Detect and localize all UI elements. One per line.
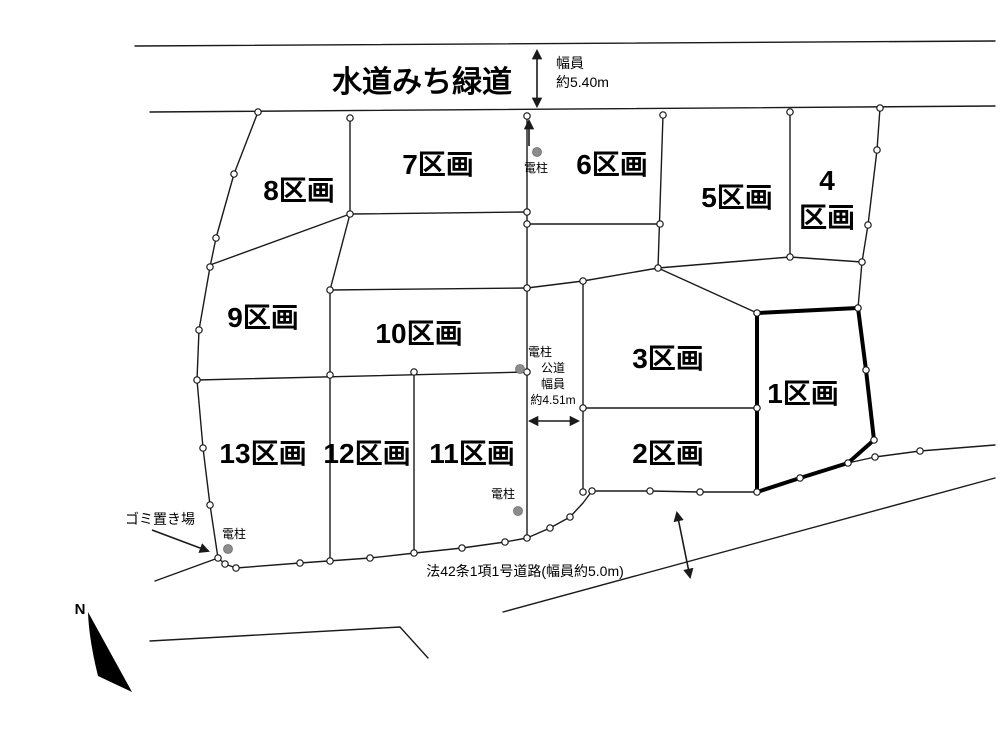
far-road-southwest bbox=[149, 626, 429, 659]
pole-label-middle: 電柱 bbox=[528, 344, 552, 359]
lot4-bottom-line bbox=[789, 256, 863, 263]
utility-pole-dot bbox=[223, 544, 233, 554]
pole-label-left: 電柱 bbox=[222, 526, 246, 541]
lot-12-label: 12区画 bbox=[323, 438, 410, 469]
middle-row-divider bbox=[196, 371, 528, 381]
arrows bbox=[151, 48, 694, 580]
lot-7-label: 7区画 bbox=[402, 149, 474, 180]
greenway-bottom-line bbox=[149, 105, 996, 113]
public-road-label-3: 約4.51m bbox=[530, 392, 575, 407]
utility-pole-dot bbox=[513, 506, 523, 516]
lot1-bold-outline bbox=[755, 305, 877, 495]
lot8-lot9-divider bbox=[209, 213, 351, 266]
north-compass: N bbox=[75, 601, 132, 692]
north-label: N bbox=[75, 601, 86, 618]
lot-3-label: 3区画 bbox=[632, 343, 704, 374]
lot-13-label: 13区画 bbox=[219, 438, 306, 469]
garbage-pointer-arrow bbox=[151, 529, 210, 553]
bottom-road-width-arrow bbox=[673, 510, 694, 580]
lot-1-label: 1区画 bbox=[767, 378, 839, 409]
lot-6-label: 6区画 bbox=[576, 149, 648, 180]
pole-label-top: 電柱 bbox=[524, 160, 548, 175]
lot-5-label: 5区画 bbox=[701, 182, 773, 213]
lot5-bottom-line bbox=[657, 256, 791, 269]
lot-4-label-line2: 区画 bbox=[799, 202, 855, 233]
lot-10-label: 10区画 bbox=[375, 318, 462, 349]
bottom-road-law-label: 法42条1項1号道路(幅員約5.0m) bbox=[426, 563, 624, 579]
lot-9-label: 9区画 bbox=[227, 302, 299, 333]
greenway-top-line bbox=[134, 40, 996, 47]
strip-left-diagonal bbox=[329, 213, 351, 291]
pole-label-lower: 電柱 bbox=[491, 486, 515, 501]
boundary-lines bbox=[134, 40, 996, 659]
lot-2-label: 2区画 bbox=[632, 438, 704, 469]
public-road-label-1: 公道 bbox=[541, 361, 565, 375]
lot6-right-line bbox=[657, 114, 664, 269]
vertex-markers bbox=[193, 104, 924, 572]
lot3-top-line bbox=[657, 267, 758, 314]
site-left-boundary bbox=[196, 111, 259, 559]
garbage-area-label: ゴミ置き場 bbox=[125, 511, 195, 527]
utility-pole-dot bbox=[532, 147, 542, 157]
public-road-label-2: 幅員 bbox=[541, 376, 565, 391]
site-bottom-boundary-east bbox=[847, 444, 996, 464]
lot-11-label: 11区画 bbox=[429, 438, 515, 469]
utility-poles bbox=[223, 147, 542, 554]
greenway-title: 水道みち緑道 bbox=[332, 65, 512, 99]
corridor-diagonal bbox=[582, 267, 659, 282]
corridor-top-line bbox=[526, 280, 584, 289]
greenway-width-label-2: 約5.40m bbox=[556, 74, 609, 90]
far-road-southeast bbox=[502, 477, 996, 613]
labels: 水道みち緑道 幅員 約5.40m 8区画 7区画 6区画 5区画 4 区画 9区… bbox=[125, 55, 855, 579]
lot10-top-line bbox=[329, 287, 528, 291]
lot-8-label: 8区画 bbox=[263, 175, 335, 206]
site-right-boundary bbox=[857, 107, 881, 309]
north-arrow-shape bbox=[88, 612, 132, 692]
greenway-width-label-1: 幅員 bbox=[556, 55, 584, 71]
lot-4-label-line1: 4 bbox=[819, 165, 835, 196]
utility-pole-dot bbox=[515, 364, 525, 374]
